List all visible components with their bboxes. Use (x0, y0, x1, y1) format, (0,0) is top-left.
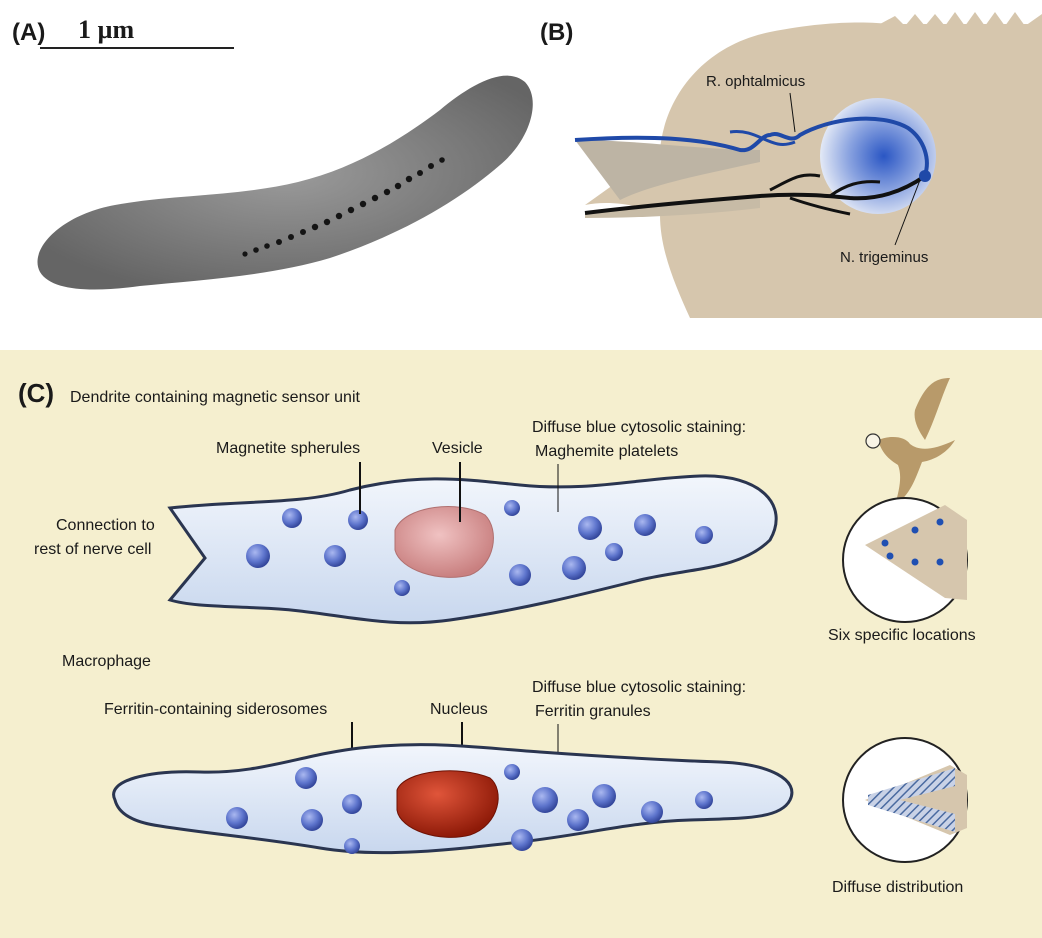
panel-b-label: (B) (540, 19, 573, 46)
diffuse-top-line1: Diffuse blue cytosolic staining: (532, 419, 746, 436)
nucleus (397, 771, 498, 838)
feather-edge (880, 12, 1042, 30)
ophthalmicus-label: R. ophtalmicus (706, 73, 805, 90)
panel-a-label: (A) (12, 19, 45, 46)
magnetite-label: Magnetite spherules (216, 440, 360, 457)
six-locations-label: Six specific locations (828, 627, 976, 644)
panel-c-label: (C) (18, 378, 54, 408)
bird-head-marker (866, 434, 880, 448)
ganglion (919, 170, 931, 182)
vesicle (395, 507, 493, 578)
connection-line1: Connection to (56, 517, 155, 534)
connection-line2: rest of nerve cell (34, 541, 151, 558)
scale-bar-label: 1 µm (78, 15, 134, 44)
macrophage-title: Macrophage (62, 653, 151, 670)
vesicle-label: Vesicle (432, 440, 483, 457)
ferritin-label: Ferritin-containing siderosomes (104, 701, 327, 718)
trigeminus-label: N. trigeminus (840, 249, 928, 266)
diffuse-bottom-line1: Diffuse blue cytosolic staining: (532, 679, 746, 696)
diffuse-bottom-line2: Ferritin granules (535, 703, 651, 720)
dendrite-title: Dendrite containing magnetic sensor unit (70, 389, 361, 406)
diffuse-top-line2: Maghemite platelets (535, 443, 678, 460)
diffuse-distribution-label: Diffuse distribution (832, 879, 963, 896)
nucleus-label: Nucleus (430, 701, 488, 718)
magnetotactic-bacterium (37, 76, 532, 290)
